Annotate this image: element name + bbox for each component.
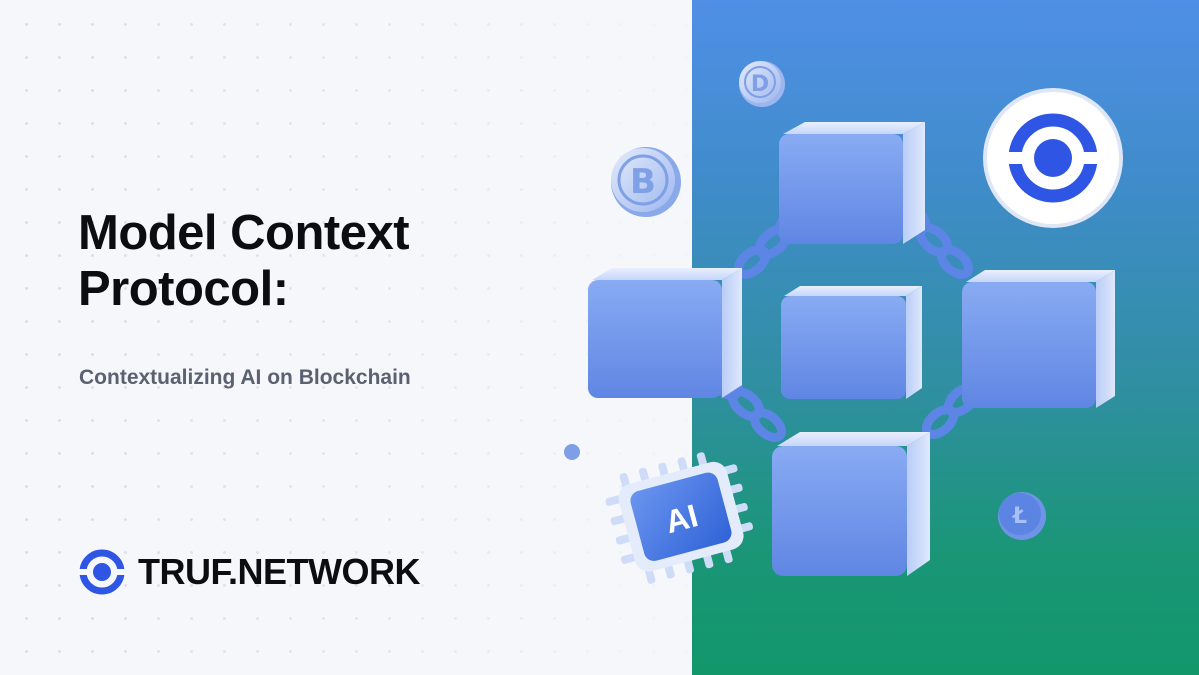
decorative-sphere	[564, 444, 580, 460]
cube-right	[962, 270, 1115, 408]
subtitle: Contextualizing AI on Blockchain	[79, 366, 411, 389]
litecoin-coin-icon: Ł	[998, 492, 1046, 540]
brand-name: TRUF.NETWORK	[138, 551, 420, 592]
title-line-1: Model Context	[78, 206, 410, 260]
cube-top	[779, 122, 925, 244]
truf-logo-badge-icon	[983, 88, 1123, 228]
svg-text:B: B	[630, 162, 656, 202]
dogecoin-coin-icon: D	[739, 61, 785, 107]
cube-center	[781, 286, 922, 399]
left-panel	[0, 0, 692, 675]
brand-logo: TRUF.NETWORK	[78, 548, 420, 596]
page-title: Model Context Protocol:	[78, 205, 410, 317]
cube-bottom	[772, 432, 930, 576]
svg-text:Ł: Ł	[1012, 504, 1027, 529]
bitcoin-coin-icon: B	[611, 147, 681, 217]
cube-left	[588, 268, 742, 398]
svg-text:D: D	[751, 72, 769, 97]
truf-ring-icon	[78, 549, 126, 595]
ai-chip-icon: AI	[605, 452, 754, 584]
title-line-2: Protocol:	[78, 262, 289, 316]
